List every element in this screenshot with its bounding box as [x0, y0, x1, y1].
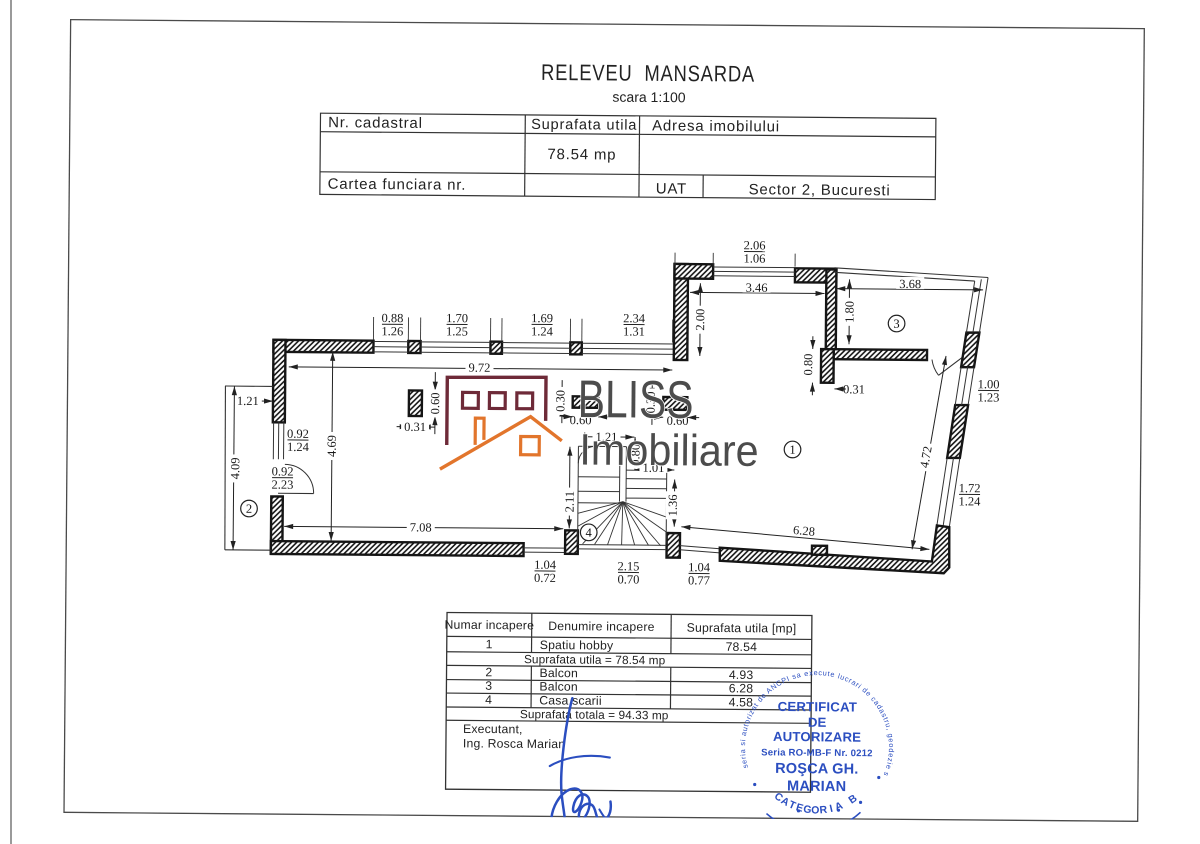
svg-text:7.08: 7.08: [410, 520, 432, 534]
svg-text:A: A: [833, 799, 845, 813]
svg-text:6.28: 6.28: [793, 523, 816, 539]
svg-text:0.92: 0.92: [272, 464, 294, 478]
svg-text:0.88: 0.88: [382, 311, 404, 325]
svg-text:Suprafata utila = 78.54 mp: Suprafata utila = 78.54 mp: [524, 652, 666, 667]
svg-text:1.00: 1.00: [978, 377, 1000, 391]
svg-text:1.36: 1.36: [666, 494, 680, 516]
svg-text:78.54: 78.54: [726, 640, 758, 654]
svg-text:Nr. cadastral: Nr. cadastral: [328, 114, 423, 132]
svg-text:Balcon: Balcon: [539, 679, 578, 693]
svg-text:4.69: 4.69: [325, 435, 339, 457]
svg-text:3.46: 3.46: [746, 281, 768, 295]
svg-text:1.04: 1.04: [688, 560, 711, 574]
svg-text:CERTIFICAT: CERTIFICAT: [778, 699, 858, 715]
svg-text:0.60: 0.60: [667, 414, 689, 428]
svg-text:Numar incapere: Numar incapere: [445, 618, 535, 633]
svg-text:BLISS: BLISS: [578, 370, 694, 430]
svg-text:Balcon: Balcon: [539, 666, 578, 680]
svg-text:0.80: 0.80: [628, 444, 642, 466]
svg-text:Sector 2, Bucuresti: Sector 2, Bucuresti: [749, 181, 891, 199]
svg-text:1.21: 1.21: [237, 394, 259, 408]
svg-text:1.31: 1.31: [623, 324, 645, 338]
svg-text:4: 4: [586, 526, 593, 540]
svg-text:UAT: UAT: [656, 180, 687, 197]
svg-text:2.15: 2.15: [618, 559, 640, 573]
svg-text:Cartea funciara nr.: Cartea funciara nr.: [328, 176, 467, 194]
svg-text:1.24: 1.24: [287, 440, 310, 454]
svg-text:1: 1: [789, 443, 795, 457]
svg-text:Denumire incapere: Denumire incapere: [548, 619, 655, 634]
svg-text:1.24: 1.24: [958, 494, 981, 508]
svg-text:DE: DE: [808, 715, 827, 730]
svg-text:Seria RO-MB-F Nr. 0212: Seria RO-MB-F Nr. 0212: [761, 747, 873, 759]
svg-text:6.28: 6.28: [729, 681, 754, 695]
svg-text:4: 4: [485, 693, 492, 707]
svg-text:ROŞCA GH.: ROŞCA GH.: [775, 761, 859, 778]
svg-text:RELEVEU MANSARDA: RELEVEU MANSARDA: [541, 60, 755, 87]
svg-text:Executant,: Executant,: [463, 722, 523, 736]
svg-text:MARIAN: MARIAN: [787, 779, 846, 795]
svg-text:3: 3: [485, 679, 492, 693]
svg-text:1.06: 1.06: [744, 251, 766, 265]
svg-text:4.58: 4.58: [729, 695, 754, 709]
svg-text:0.31: 0.31: [843, 382, 865, 396]
svg-text:Imobiliare: Imobiliare: [579, 425, 759, 476]
svg-text:2: 2: [485, 665, 492, 679]
svg-text:3: 3: [893, 317, 899, 331]
svg-text:O: O: [811, 804, 819, 816]
svg-text:0.30: 0.30: [553, 390, 567, 412]
svg-text:9.72: 9.72: [468, 361, 490, 375]
svg-text:AUTORIZARE: AUTORIZARE: [773, 729, 861, 745]
svg-text:1.01: 1.01: [642, 461, 664, 475]
svg-text:Ing. Rosca Marian: Ing. Rosca Marian: [463, 736, 565, 751]
svg-text:0.92: 0.92: [287, 427, 309, 441]
svg-text:Suprafata totala = 94.33 mp: Suprafata totala = 94.33 mp: [520, 707, 669, 722]
svg-text:4.93: 4.93: [729, 668, 754, 682]
svg-text:2: 2: [246, 502, 252, 516]
svg-text:4.72: 4.72: [917, 445, 935, 469]
svg-text:1.69: 1.69: [531, 311, 553, 325]
svg-text:1: 1: [486, 637, 493, 651]
svg-text:4.09: 4.09: [228, 457, 242, 479]
svg-text:1.25: 1.25: [446, 324, 468, 338]
svg-text:0.72: 0.72: [534, 571, 556, 585]
svg-text:2.23: 2.23: [272, 478, 294, 492]
svg-text:E: E: [795, 801, 805, 814]
svg-text:scara 1:100: scara 1:100: [612, 89, 686, 106]
svg-text:1.80: 1.80: [842, 301, 856, 323]
svg-text:0.77: 0.77: [688, 573, 710, 587]
svg-text:Adresa imobilului: Adresa imobilului: [652, 117, 780, 135]
svg-text:1.04: 1.04: [534, 558, 557, 572]
svg-text:2.06: 2.06: [744, 238, 766, 252]
svg-text:1.70: 1.70: [446, 311, 468, 325]
svg-text:78.54 mp: 78.54 mp: [547, 146, 616, 164]
svg-text:2.11: 2.11: [563, 491, 577, 513]
svg-text:0.30: 0.30: [644, 391, 658, 413]
svg-text:Suprafata utila [mp]: Suprafata utila [mp]: [687, 621, 797, 636]
svg-text:1.23: 1.23: [977, 390, 999, 404]
svg-text:R: R: [819, 804, 828, 817]
svg-text:0.60: 0.60: [428, 392, 442, 414]
svg-text:2.34: 2.34: [623, 311, 646, 325]
svg-text:Spatiu hobby: Spatiu hobby: [540, 638, 614, 653]
svg-text:1.26: 1.26: [381, 324, 403, 338]
svg-text:0.80: 0.80: [801, 354, 815, 376]
svg-text:1.72: 1.72: [959, 481, 981, 495]
svg-text:B: B: [846, 792, 859, 806]
svg-text:0.70: 0.70: [617, 572, 639, 586]
svg-text:1.21: 1.21: [596, 430, 618, 444]
svg-text:Suprafata utila: Suprafata utila: [531, 117, 637, 134]
svg-text:2.00: 2.00: [693, 309, 707, 331]
svg-text:G: G: [802, 803, 812, 816]
svg-text:3.68: 3.68: [899, 277, 921, 291]
svg-text:0.60: 0.60: [570, 413, 592, 427]
svg-text:T: T: [787, 799, 798, 813]
svg-text:0.31: 0.31: [404, 420, 426, 434]
svg-text:1.24: 1.24: [531, 324, 554, 338]
svg-text:I: I: [828, 803, 834, 815]
